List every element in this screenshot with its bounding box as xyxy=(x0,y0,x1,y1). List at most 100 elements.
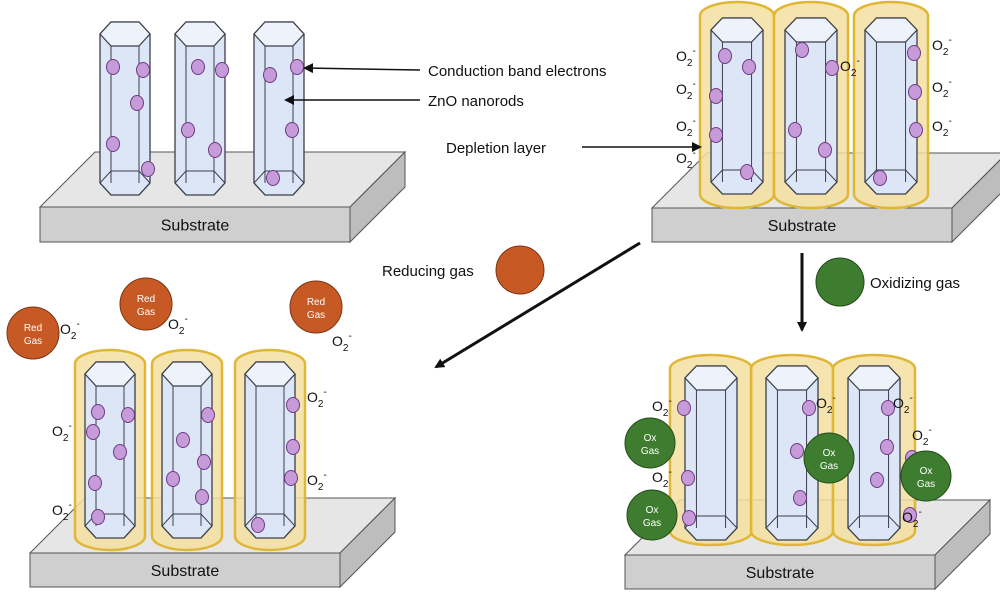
conduction-electron xyxy=(201,407,215,423)
conduction-electron xyxy=(709,88,723,104)
oxygen-ion-label: O2- xyxy=(676,148,696,171)
oxygen-ion-label: O2- xyxy=(932,116,952,139)
conduction-electron xyxy=(742,59,756,75)
oxygen-ion-label: O2- xyxy=(332,331,352,354)
conduction-electron xyxy=(86,424,100,440)
conduction-electron xyxy=(682,510,696,526)
substrate-label: Substrate xyxy=(151,563,220,580)
reducing-gas-molecule-icon xyxy=(495,245,545,295)
oxygen-ion-label: O2- xyxy=(902,507,922,530)
svg-text:Ox: Ox xyxy=(823,448,836,459)
conduction-electron xyxy=(873,170,887,186)
conduction-electron xyxy=(286,397,300,413)
conduction-electron xyxy=(263,67,277,83)
oxygen-ion-label: O2- xyxy=(652,396,672,419)
svg-text:Ox: Ox xyxy=(646,505,659,516)
oxygen-ion-label: O2- xyxy=(932,77,952,100)
svg-text:Gas: Gas xyxy=(641,446,659,457)
oxygen-ion-label: O2- xyxy=(307,470,327,493)
conduction-electron xyxy=(802,400,816,416)
conduction-electron xyxy=(91,404,105,420)
conduction-electron xyxy=(793,490,807,506)
conduction-electron xyxy=(795,42,809,58)
panel-depletion-layer: Substrate O2- O2- O2- O2- O2- O2- O2- O2- xyxy=(650,0,1000,244)
conduction-electron xyxy=(141,161,155,177)
conduction-electron xyxy=(790,443,804,459)
conduction-electron xyxy=(91,509,105,525)
conduction-electron xyxy=(266,170,280,186)
zno-nanorod xyxy=(710,17,764,195)
zno-nanorod xyxy=(253,21,305,196)
oxygen-ion-label: O2- xyxy=(52,500,72,523)
oxygen-ion-label: O2- xyxy=(52,421,72,444)
oxygen-ion-label: O2- xyxy=(60,319,80,342)
oxidizing-gas-molecule-icon xyxy=(815,257,865,307)
oxygen-ion-label: O2- xyxy=(816,393,836,416)
svg-text:Gas: Gas xyxy=(820,461,838,472)
panel-reducing-gas: SubstrateO2-O2-O2-O2-O2-O2-O2-RedGasRedG… xyxy=(6,277,397,589)
zno-nanorods-label: ZnO nanorods xyxy=(428,93,524,110)
zno-nanorod xyxy=(174,21,226,196)
substrate-label: Substrate xyxy=(161,218,230,235)
conduction-electron xyxy=(106,59,120,75)
substrate-label: Substrate xyxy=(768,218,837,235)
zno-nanorod xyxy=(847,365,901,541)
conduction-electron xyxy=(176,432,190,448)
conduction-electron xyxy=(908,84,922,100)
oxygen-ion-label: O2- xyxy=(168,314,188,337)
conduction-electron xyxy=(284,470,298,486)
oxygen-ion-label: O2- xyxy=(676,79,696,102)
conduction-electrons-label: Conduction band electrons xyxy=(428,63,606,80)
depletion-layer-label: Depletion layer xyxy=(446,140,546,157)
oxygen-ion-label: O2- xyxy=(307,387,327,410)
conduction-electron xyxy=(181,122,195,138)
conduction-electron xyxy=(286,439,300,455)
conduction-electron xyxy=(681,470,695,486)
oxygen-ion-label: O2- xyxy=(676,46,696,69)
conduction-electron xyxy=(825,60,839,76)
conduction-electrons-arrow xyxy=(303,63,421,74)
conduction-electron xyxy=(718,48,732,64)
svg-text:Ox: Ox xyxy=(644,433,657,444)
svg-text:Red: Red xyxy=(137,294,155,305)
conduction-electron xyxy=(870,472,884,488)
conduction-electron xyxy=(788,122,802,138)
conduction-electron xyxy=(121,407,135,423)
conduction-electron xyxy=(208,142,222,158)
oxygen-ion-label: O2- xyxy=(840,56,860,79)
conduction-electron xyxy=(881,400,895,416)
conduction-electron xyxy=(740,164,754,180)
zno-nanorod xyxy=(784,17,838,195)
reducing-gas-label: Reducing gas xyxy=(382,263,474,280)
conduction-electron xyxy=(113,444,127,460)
oxygen-ion-label: O2- xyxy=(676,116,696,139)
oxygen-ion-label: O2- xyxy=(893,393,913,416)
zno-nanorod xyxy=(244,361,296,539)
conduction-electron xyxy=(195,489,209,505)
svg-text:Ox: Ox xyxy=(920,466,933,477)
svg-text:Red: Red xyxy=(24,323,42,334)
substrate-label: Substrate xyxy=(746,565,815,582)
svg-text:Red: Red xyxy=(307,297,325,308)
zno-nanorod xyxy=(161,361,213,539)
conduction-electron xyxy=(251,517,265,533)
svg-text:Gas: Gas xyxy=(307,310,325,321)
panel-initial-nanorods: Substrate xyxy=(38,21,407,244)
conduction-electron xyxy=(88,475,102,491)
oxygen-ion-label: O2- xyxy=(932,35,952,58)
conduction-electron xyxy=(907,45,921,61)
conduction-electron xyxy=(285,122,299,138)
oxygen-ion-label: O2- xyxy=(652,467,672,490)
conduction-electron xyxy=(880,439,894,455)
oxygen-ion-label: O2- xyxy=(912,425,932,448)
conduction-electron xyxy=(136,62,150,78)
conduction-electron xyxy=(903,507,917,523)
